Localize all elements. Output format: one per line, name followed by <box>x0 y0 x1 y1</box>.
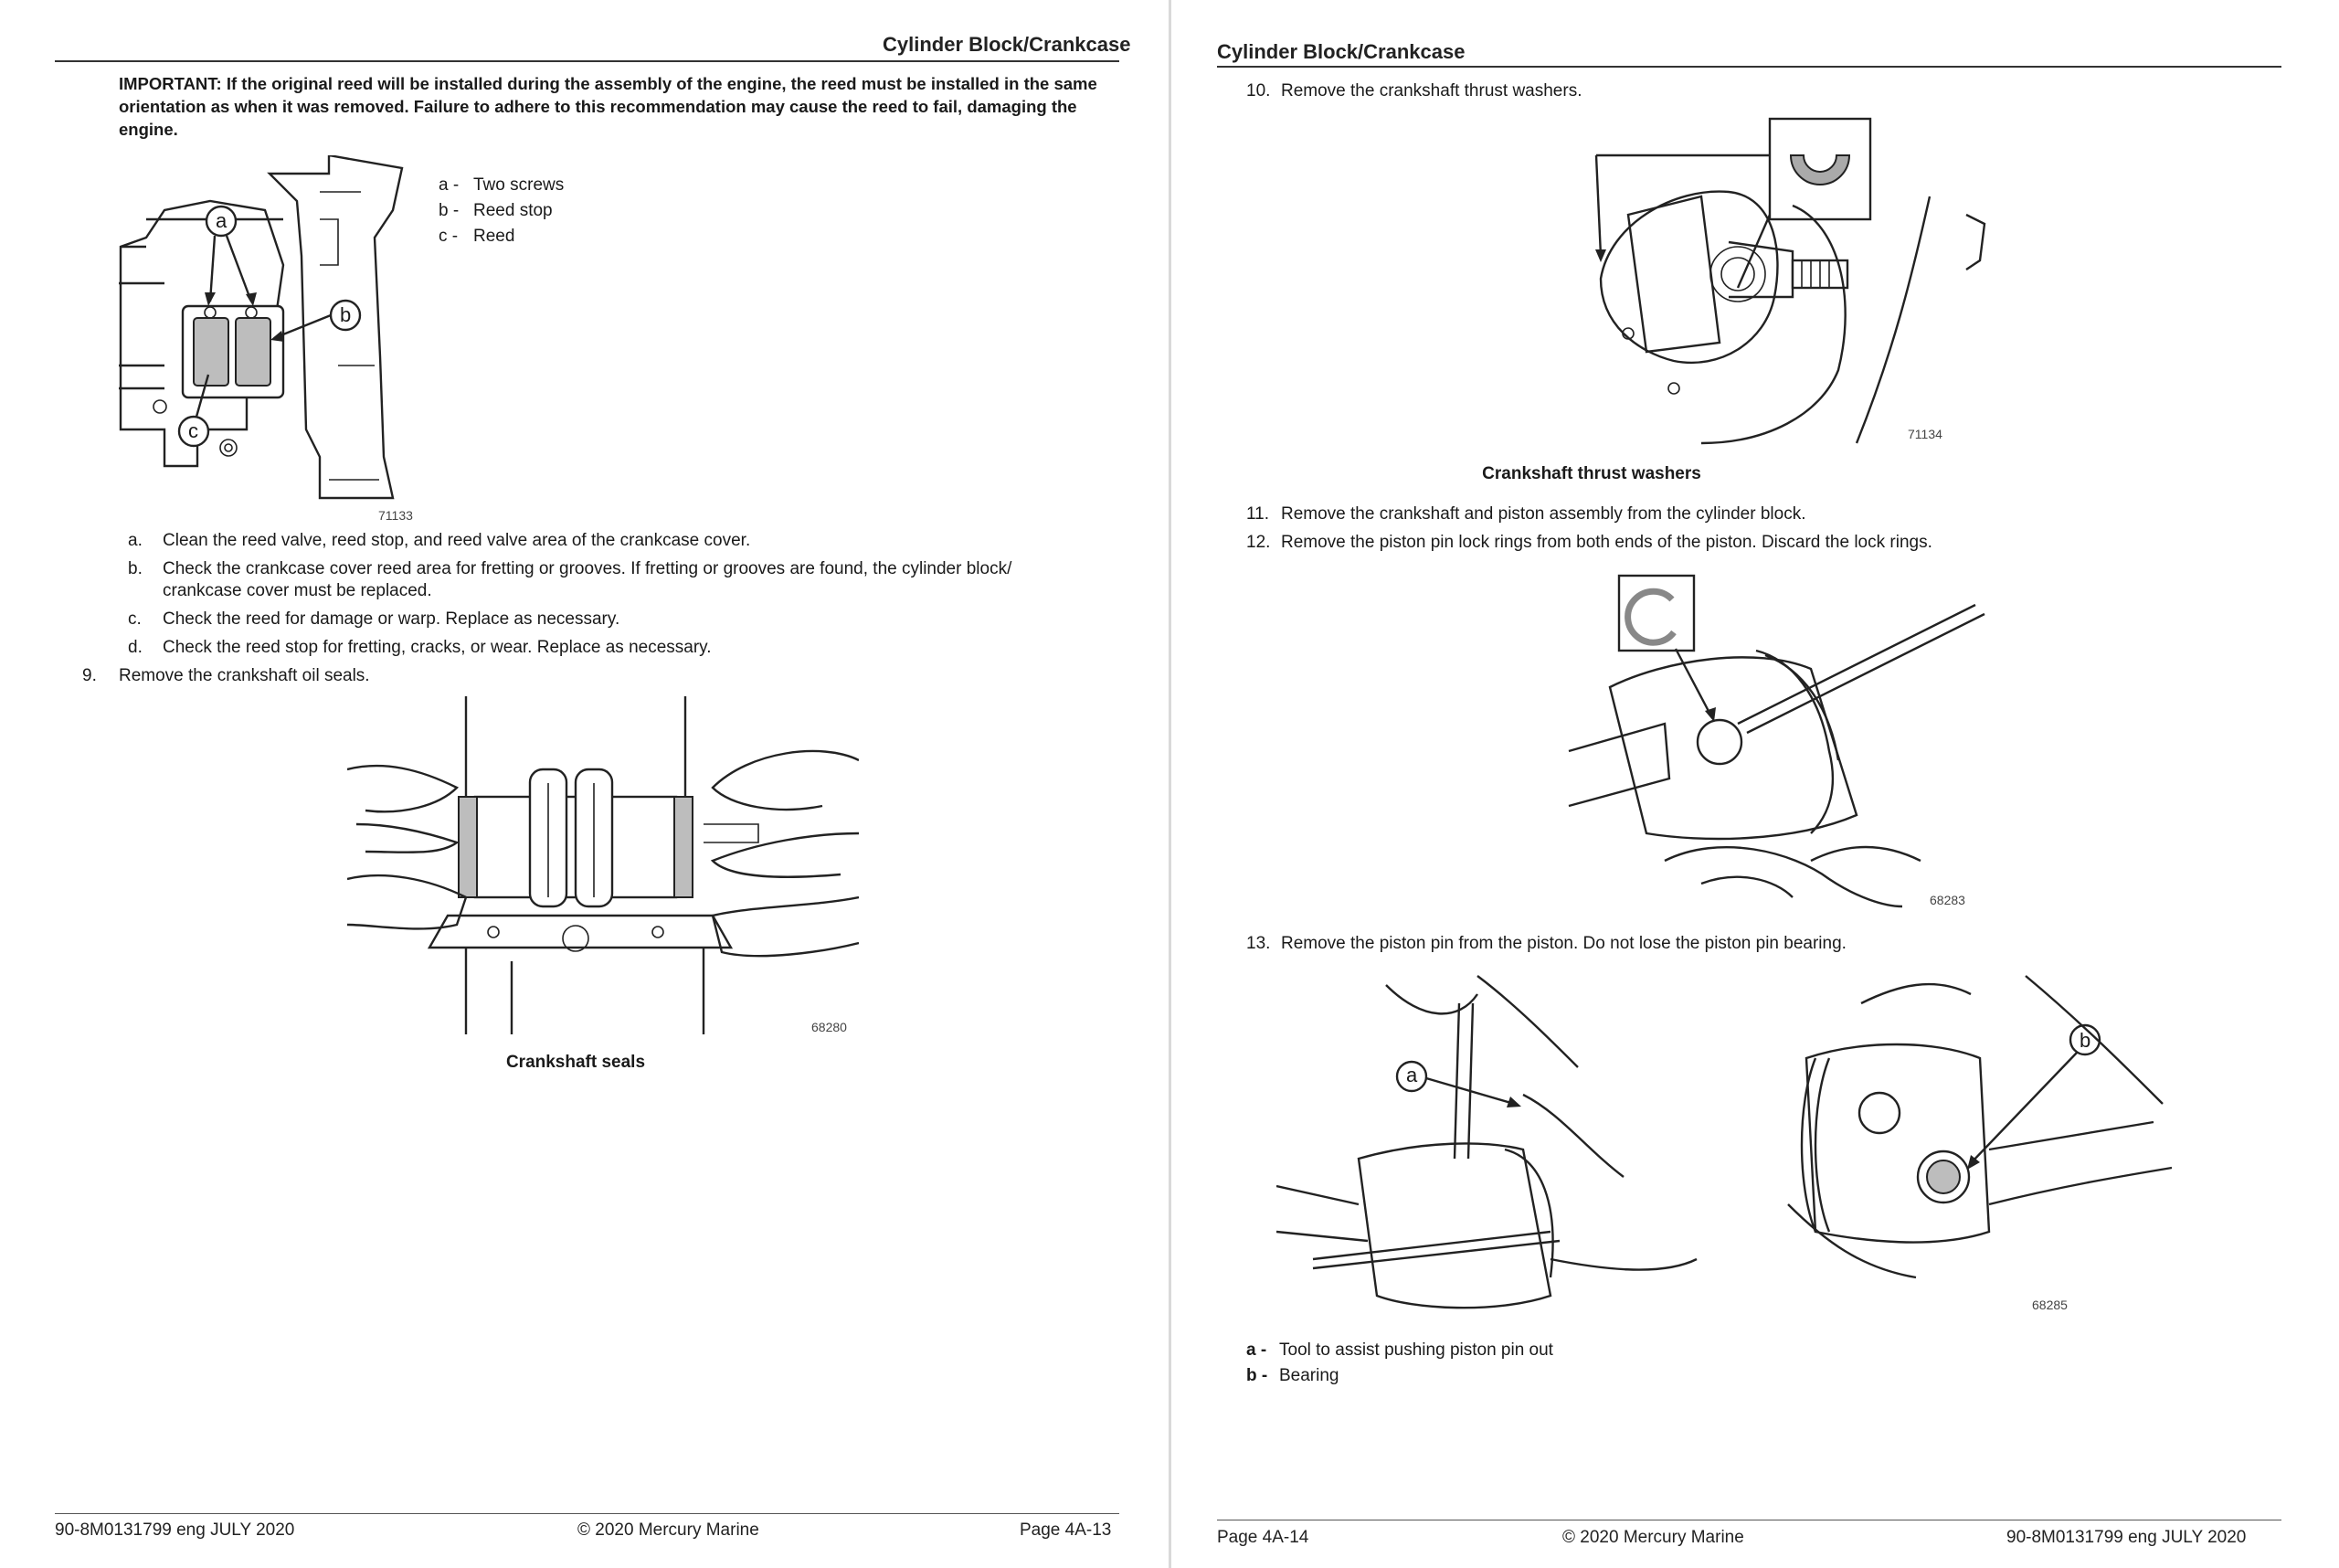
legend-item: a -Two screws <box>439 175 565 195</box>
figure-number: 68283 <box>1930 893 1965 907</box>
thrust-washers-figure <box>1594 117 1986 445</box>
piston-pin-legend: a -Tool to assist pushing piston pin out… <box>1246 1338 1553 1389</box>
legend-item: b -Bearing <box>1246 1366 1339 1385</box>
crankshaft-seals-figure <box>347 696 859 1034</box>
footer-page-number: Page 4A-14 <box>1217 1528 1309 1547</box>
callout-c: c <box>188 419 198 442</box>
footer-copyright: © 2020 Mercury Marine <box>1562 1528 1744 1547</box>
left-page: Cylinder Block/Crankcase IMPORTANT: If t… <box>55 33 1131 1540</box>
left-footer-rule <box>55 1513 1119 1514</box>
figure-number: 68285 <box>2032 1298 2068 1312</box>
callout-a: a <box>216 209 228 232</box>
right-header-rule <box>1217 66 2281 68</box>
left-page-header: Cylinder Block/Crankcase <box>883 33 1131 56</box>
footer-doc-id: 90-8M0131799 eng JULY 2020 <box>55 1520 295 1540</box>
figure-caption: Crankshaft thrust washers <box>1482 464 1701 483</box>
piston-pin-figure <box>1276 975 2173 1309</box>
figure-number: 68280 <box>811 1020 847 1034</box>
lock-ring-figure <box>1568 574 1985 908</box>
figure-caption: Crankshaft seals <box>505 1053 646 1072</box>
callout-b: b <box>2080 1029 2091 1052</box>
left-header-rule <box>55 60 1119 62</box>
figure-number: 71133 <box>378 508 413 523</box>
legend-item: b -Reed stop <box>439 201 553 220</box>
legend-item: a -Tool to assist pushing piston pin out <box>1246 1340 1553 1360</box>
callout-a: a <box>1406 1064 1418 1086</box>
callout-b: b <box>340 303 352 326</box>
right-page: Cylinder Block/Crankcase 10. Remove the … <box>1171 0 2339 1568</box>
footer-page-number: Page 4A-13 <box>1020 1520 1112 1540</box>
reed-legend: a -Two screws b -Reed stop c -Reed <box>439 173 564 249</box>
important-note: IMPORTANT: If the original reed will be … <box>119 74 1097 139</box>
legend-item: c -Reed <box>439 227 515 246</box>
footer-copyright: © 2020 Mercury Marine <box>577 1520 759 1540</box>
footer-doc-id: 90-8M0131799 eng JULY 2020 <box>2006 1528 2247 1547</box>
right-page-header: Cylinder Block/Crankcase <box>1217 40 1466 63</box>
reed-valve-figure <box>119 155 404 500</box>
figure-number: 71134 <box>1908 427 1942 441</box>
page-spine <box>1169 0 1172 1568</box>
